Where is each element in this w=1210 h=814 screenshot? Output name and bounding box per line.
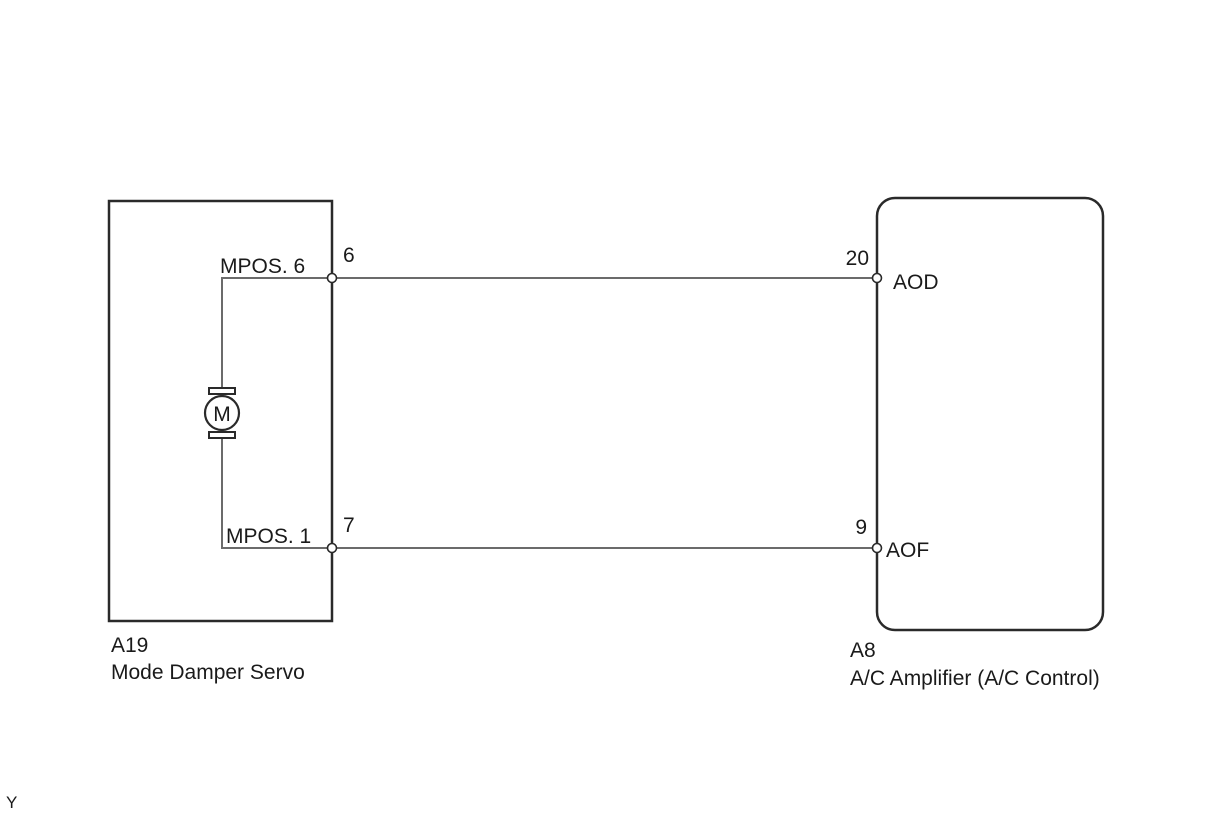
amplifier-component-box	[875, 196, 1105, 632]
amplifier-signal-top: AOD	[893, 271, 939, 294]
terminal-a19-6	[326, 272, 338, 284]
terminal-a8-9	[871, 542, 883, 554]
amplifier-pin-number-top: 20	[846, 247, 869, 270]
servo-signal-top: MPOS. 6	[220, 255, 305, 278]
servo-pin-number-top: 6	[343, 244, 355, 267]
amplifier-ref-label: A8	[850, 639, 876, 662]
servo-component-box	[107, 199, 334, 623]
motor-symbol-label: M	[213, 403, 231, 426]
amplifier-name-label: A/C Amplifier (A/C Control)	[850, 667, 1100, 690]
servo-signal-bottom: MPOS. 1	[226, 525, 311, 548]
corner-mark: Y	[6, 793, 17, 812]
servo-internal-wire-bottom	[221, 436, 332, 549]
motor-icon: M	[203, 387, 241, 439]
terminal-a19-7	[326, 542, 338, 554]
servo-name-label: Mode Damper Servo	[111, 661, 305, 684]
servo-pin-number-bottom: 7	[343, 514, 355, 537]
servo-ref-label: A19	[111, 634, 148, 657]
terminal-a8-20	[871, 272, 883, 284]
amplifier-pin-number-bottom: 9	[855, 516, 867, 539]
servo-internal-wire-top	[221, 277, 332, 392]
amplifier-signal-bottom: AOF	[886, 539, 929, 562]
